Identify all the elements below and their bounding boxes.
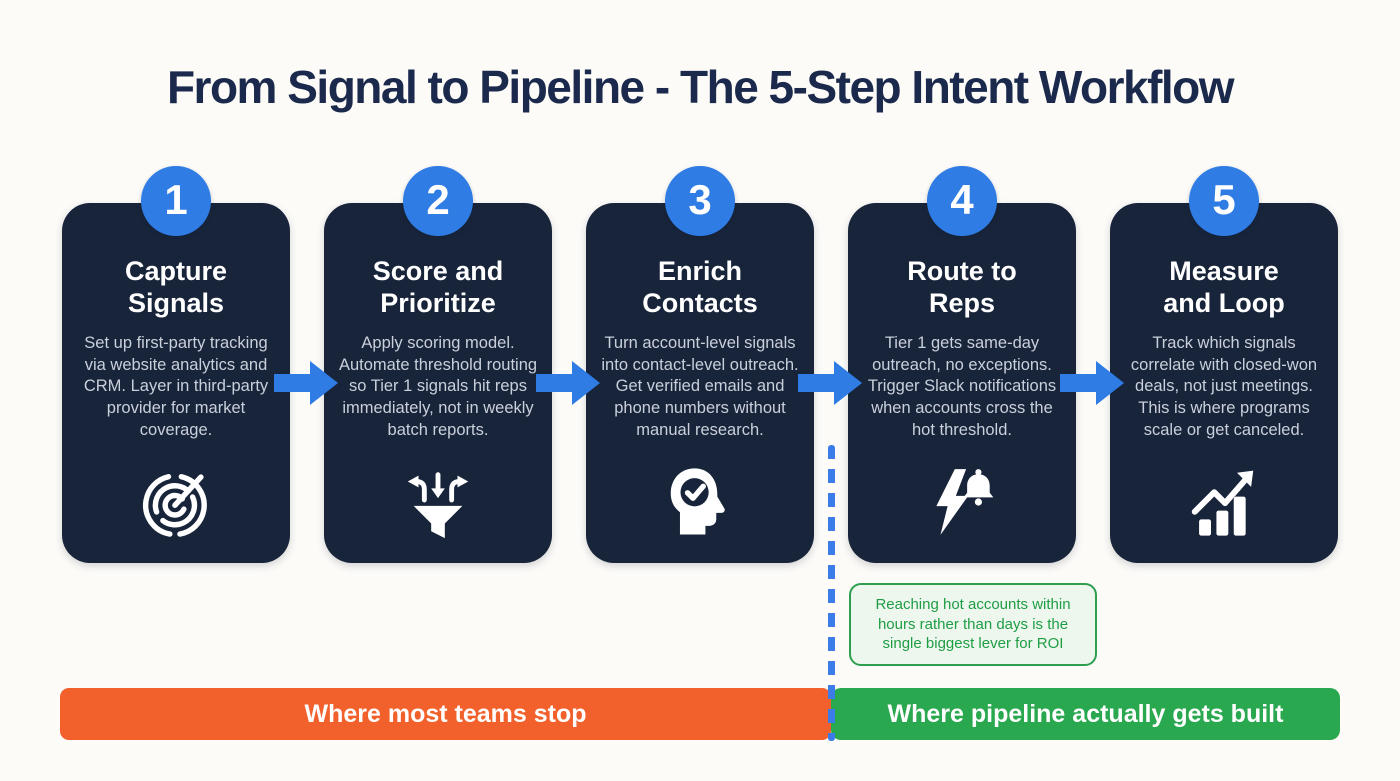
step-description: Set up first-party tracking via website … <box>83 333 269 439</box>
banner-most-teams-stop: Where most teams stop <box>60 688 831 740</box>
step-title: Enrich Contacts <box>642 256 758 319</box>
step-card-4: 4 Route to Reps Tier 1 gets same-day out… <box>848 166 1076 563</box>
step-title: Measure and Loop <box>1163 256 1285 319</box>
target-icon <box>137 463 215 541</box>
step-card-2: 2 Score and Prioritize Apply scoring mod… <box>324 166 552 563</box>
arrow-right-icon <box>536 359 602 407</box>
arrow-right-icon <box>798 359 864 407</box>
step-card-5: 5 Measure and Loop Track which signals c… <box>1110 166 1338 563</box>
step-description: Tier 1 gets same-day outreach, no except… <box>867 333 1057 439</box>
step-number-badge: 4 <box>927 166 997 236</box>
roi-callout: Reaching hot accounts within hours rathe… <box>849 583 1097 666</box>
bolt-bell-icon <box>923 463 1001 541</box>
step-number: 3 <box>688 175 712 223</box>
arrow-right-icon <box>274 359 340 407</box>
step-card-3: 3 Enrich Contacts Turn account-level sig… <box>586 166 814 563</box>
step-title: Score and Prioritize <box>372 256 504 319</box>
step-card-1: 1 Capture Signals Set up first-party tra… <box>62 166 290 563</box>
growth-chart-icon <box>1185 463 1263 541</box>
step-title: Capture Signals <box>124 256 227 319</box>
step-number-badge: 1 <box>141 166 211 236</box>
step-number-badge: 2 <box>403 166 473 236</box>
step-description: Turn account-level signals into contact-… <box>601 333 799 439</box>
step-description: Apply scoring model. Automate threshold … <box>338 333 538 439</box>
step-description: Track which signals correlate with close… <box>1130 333 1318 439</box>
page-title: From Signal to Pipeline - The 5-Step Int… <box>166 61 1235 113</box>
step-number-badge: 3 <box>665 166 735 236</box>
step-title: Route to Reps <box>907 256 1017 319</box>
banner-left-label: Where most teams stop <box>304 699 587 728</box>
head-check-icon <box>661 463 739 541</box>
step-number: 1 <box>164 175 188 223</box>
step-number: 5 <box>1212 175 1236 223</box>
funnel-route-icon <box>399 463 477 541</box>
banner-pipeline-gets-built: Where pipeline actually gets built <box>831 688 1340 740</box>
arrow-right-icon <box>1060 359 1126 407</box>
step-number: 2 <box>426 175 450 223</box>
step-number: 4 <box>950 175 974 223</box>
banner-right-label: Where pipeline actually gets built <box>887 699 1284 728</box>
dashed-divider-line <box>828 445 835 741</box>
step-number-badge: 5 <box>1189 166 1259 236</box>
